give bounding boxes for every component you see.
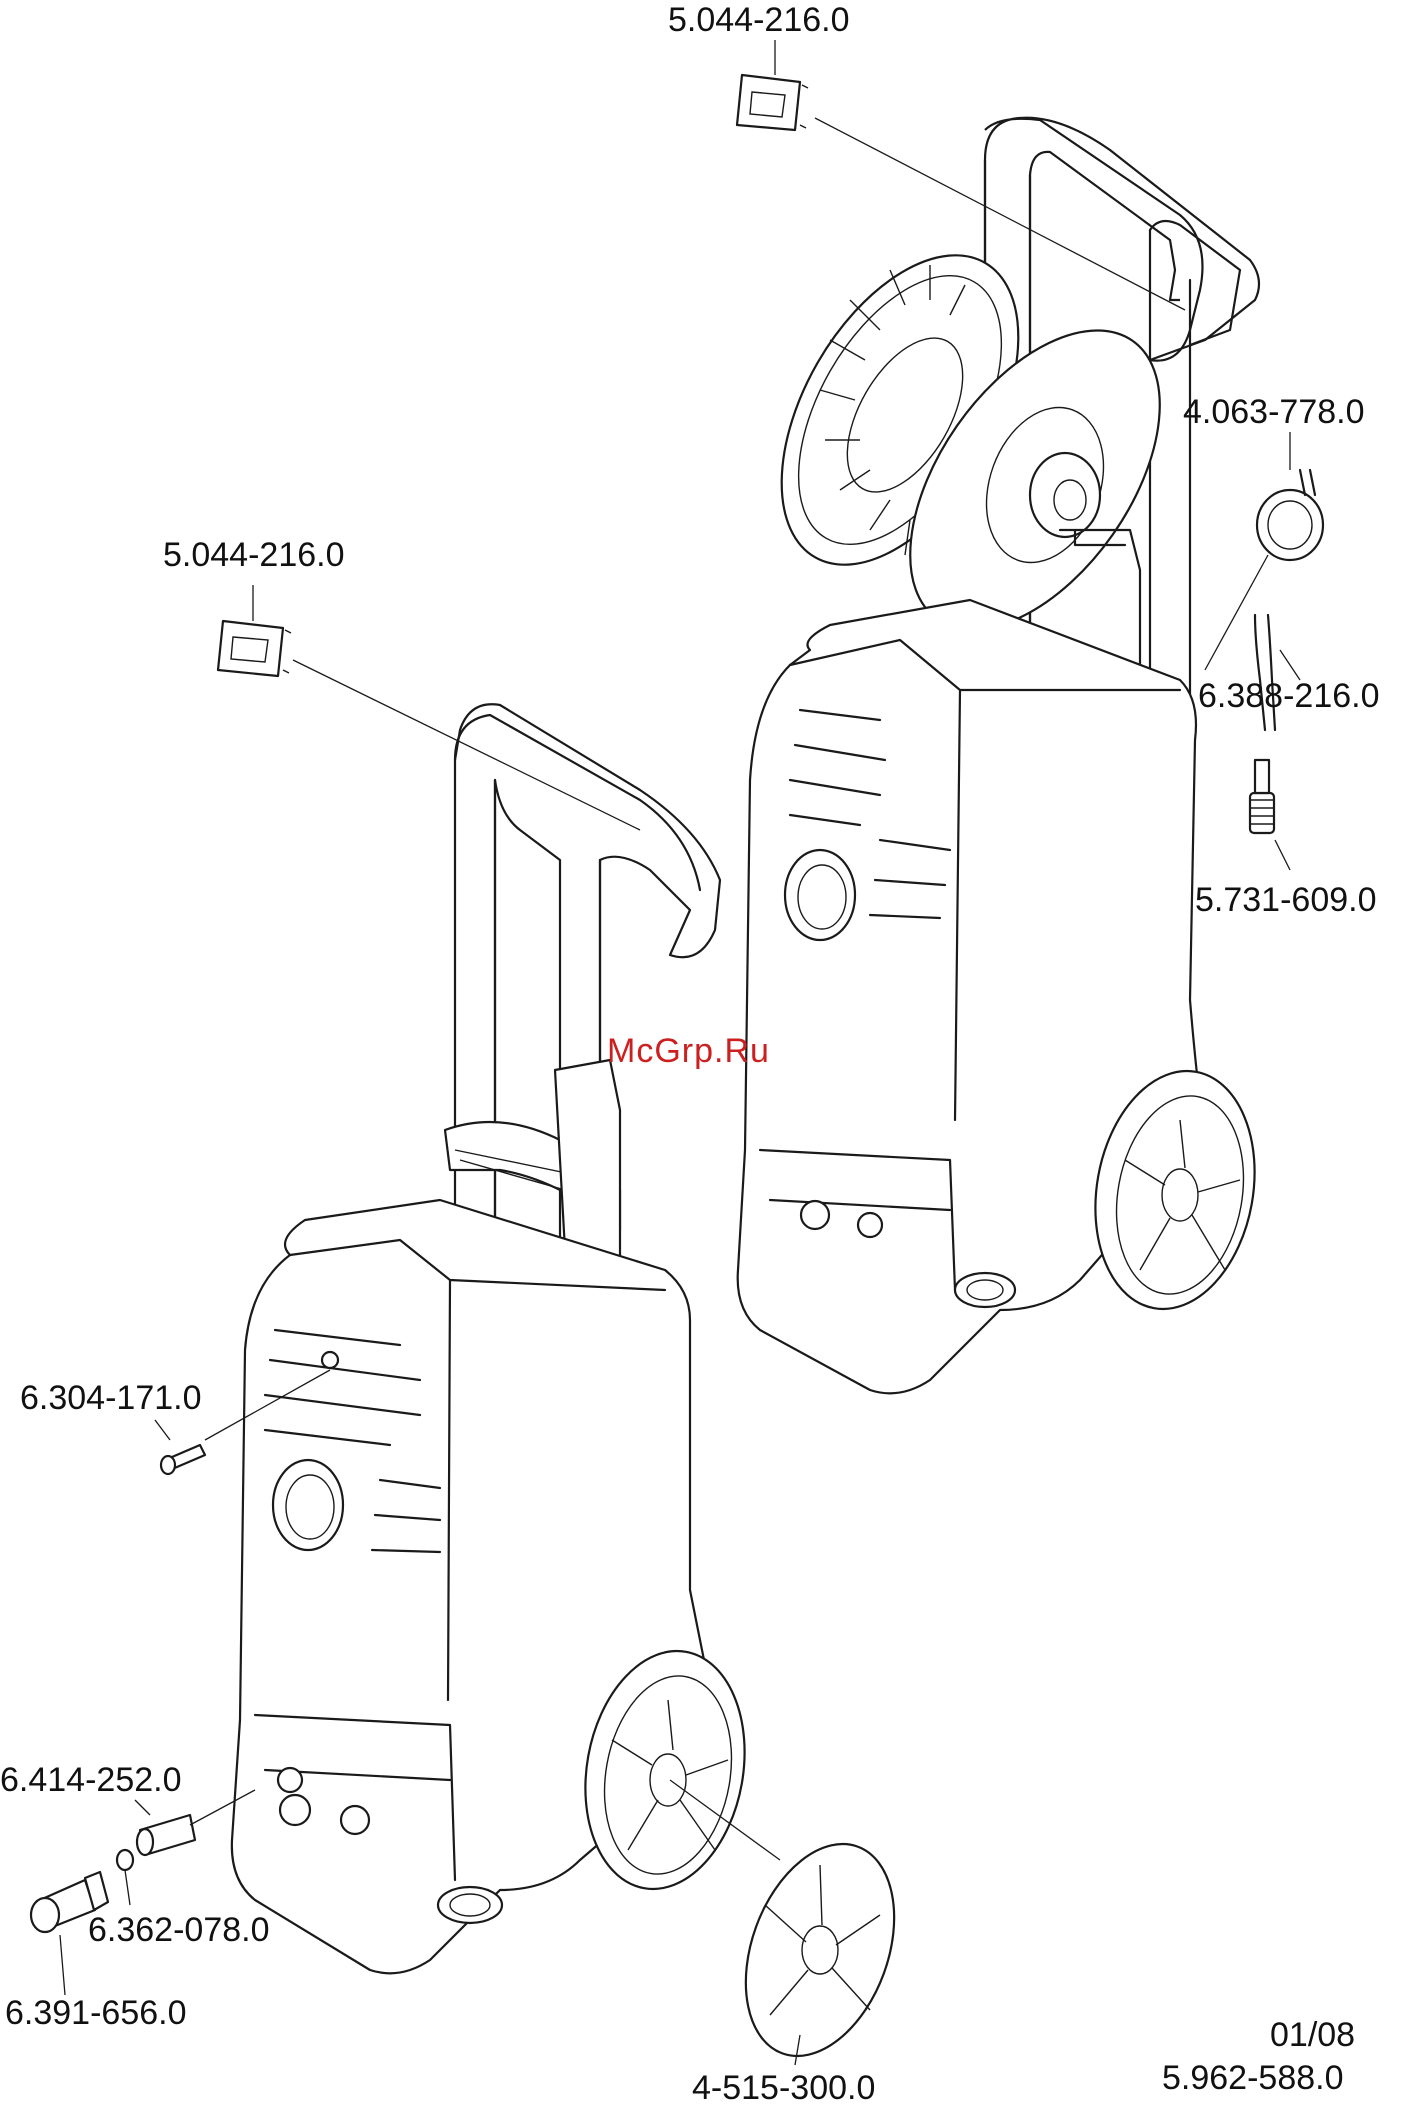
- pressure-washer-front: [232, 704, 763, 1973]
- screw-part: [161, 1445, 205, 1474]
- clip-left-part: [218, 621, 291, 676]
- callout-connector: 4.063-778.0: [1183, 392, 1365, 432]
- callout-hose: 6.388-216.0: [1198, 676, 1380, 716]
- pressure-washer-with-hose-reel: [733, 118, 1273, 1394]
- filter-part: [1250, 760, 1274, 833]
- nipple-part: [137, 1815, 195, 1855]
- callout-nipple: 6.414-252.0: [0, 1760, 182, 1800]
- callout-clip-top: 5.044-216.0: [668, 0, 850, 40]
- callout-hubcap: 4-515-300.0: [692, 2068, 875, 2108]
- clip-top-part: [737, 75, 808, 130]
- callout-screw: 6.304-171.0: [20, 1378, 202, 1418]
- watermark: McGrp.Ru: [607, 1032, 770, 1071]
- connector-part: [1257, 470, 1323, 560]
- footer-date: 01/08: [1270, 2015, 1355, 2055]
- hubcap-part: [718, 1823, 921, 2076]
- callout-oring: 6.362-078.0: [88, 1910, 270, 1950]
- oring-part: [117, 1850, 133, 1870]
- callout-coupling: 6.391-656.0: [5, 1993, 187, 2033]
- callout-clip-left: 5.044-216.0: [163, 535, 345, 575]
- footer-doc-number: 5.962-588.0: [1162, 2058, 1344, 2098]
- callout-filter: 5.731-609.0: [1195, 880, 1377, 920]
